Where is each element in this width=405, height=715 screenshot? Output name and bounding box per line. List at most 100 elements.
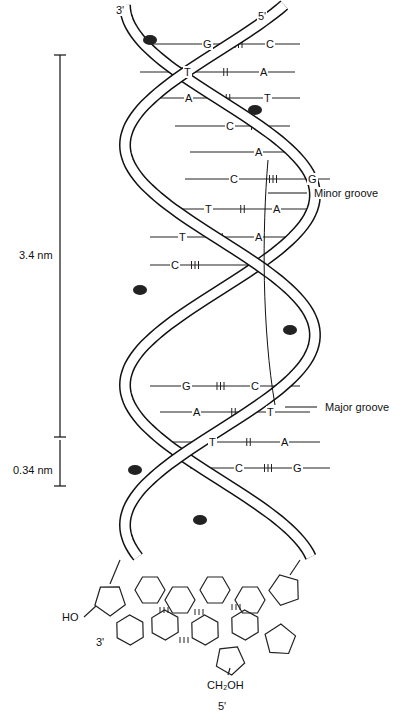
hydrogen-bond: [198, 261, 199, 269]
hydrogen-bond: [273, 175, 274, 183]
label: A: [280, 436, 289, 448]
hydrogen-bond: [195, 261, 196, 269]
hydrogen-bond: [250, 438, 251, 446]
hydrogen-bond: [240, 604, 241, 610]
label: C: [250, 380, 260, 392]
hydrogen-bond: [271, 464, 272, 472]
hydrogen-bond: [269, 175, 270, 183]
chemical-ring: [235, 587, 265, 613]
hydrogen-bond: [220, 382, 221, 390]
label: A: [254, 231, 263, 243]
hydrogen-bond: [191, 261, 192, 269]
base-pair-rung: [150, 264, 260, 265]
base-pair-rung: [165, 208, 310, 209]
label: T: [183, 66, 192, 78]
hydrogen-bond: [203, 609, 204, 615]
label: G: [202, 38, 213, 50]
hydrogen-bond: [168, 607, 169, 613]
backbone-shading: [143, 35, 157, 45]
label: Major groove: [324, 401, 390, 413]
label: 3': [95, 636, 105, 648]
hydrogen-bond: [224, 382, 225, 390]
label: 3': [115, 4, 125, 16]
hydrogen-bond: [184, 637, 185, 643]
chemical-ring: [216, 647, 244, 675]
bond-line: [110, 560, 120, 584]
hydrogen-bond: [232, 604, 233, 610]
chemical-ring: [192, 615, 218, 645]
label: T: [178, 231, 187, 243]
hydrogen-bond: [246, 438, 247, 446]
label: A: [192, 406, 201, 418]
hydrogen-bond: [199, 609, 200, 615]
backbone-outline: [125, 5, 315, 557]
backbone-shading: [193, 515, 207, 525]
backbone-shading: [128, 465, 142, 475]
label: A: [259, 66, 268, 78]
label: CH₂OH: [206, 679, 245, 691]
chemical-ring: [95, 587, 125, 616]
hydrogen-bond: [160, 607, 161, 613]
groove-line: [264, 160, 275, 405]
label: C: [170, 259, 180, 271]
leader-line: [268, 193, 307, 194]
bond-line: [228, 668, 230, 675]
hydrogen-bond: [188, 637, 189, 643]
label: 0.34 nm: [12, 464, 54, 476]
dimension-line: [59, 55, 60, 437]
label: A: [184, 92, 193, 104]
bond-line: [84, 606, 96, 617]
hydrogen-bond: [195, 609, 196, 615]
label: C: [265, 38, 275, 50]
label: C: [234, 462, 244, 474]
bond-line: [290, 560, 300, 575]
label: 5': [217, 700, 227, 712]
hydrogen-bond: [268, 464, 269, 472]
hydrogen-bond: [244, 205, 245, 213]
hydrogen-bond: [236, 604, 237, 610]
sugar-phosphate-backbone: [125, 5, 315, 557]
leader-line: [285, 407, 317, 408]
chemical-ring: [165, 587, 195, 613]
label: 3.4 nm: [18, 249, 54, 261]
backbone-shading: [133, 285, 147, 295]
hydrogen-bond: [276, 175, 277, 183]
label: A: [272, 203, 281, 215]
label: HO: [61, 611, 80, 623]
chemical-ring: [152, 610, 178, 640]
chemical-ring: [200, 577, 230, 603]
hydrogen-bond: [231, 408, 232, 416]
backbone-shading: [248, 105, 262, 115]
base-pair-rung: [140, 71, 295, 72]
dimension-tick: [54, 485, 66, 486]
label: G: [181, 380, 192, 392]
label: G: [307, 173, 318, 185]
label: C: [229, 173, 239, 185]
label: G: [292, 462, 303, 474]
dimension-line: [59, 440, 60, 486]
label: T: [263, 92, 272, 104]
chemical-ring: [117, 615, 143, 645]
chemical-ring: [265, 624, 295, 654]
hydrogen-bond: [264, 464, 265, 472]
chemical-ring: [135, 577, 165, 603]
dimension-tick: [54, 54, 66, 55]
backbone-outline: [125, 5, 315, 557]
dimension-tick: [54, 436, 66, 437]
label: 5': [257, 10, 267, 22]
sugar-phosphate-backbone: [125, 5, 315, 557]
hydrogen-bond: [223, 68, 224, 76]
hydrogen-bond: [227, 68, 228, 76]
hydrogen-bond: [180, 637, 181, 643]
hydrogen-bond: [164, 607, 165, 613]
chemical-ring: [269, 575, 298, 606]
chemical-ring: [232, 610, 258, 640]
label: Minor groove: [313, 187, 379, 199]
label: T: [266, 406, 275, 418]
label: T: [208, 436, 217, 448]
label: T: [204, 203, 213, 215]
label: A: [254, 146, 263, 158]
hydrogen-bond: [217, 382, 218, 390]
